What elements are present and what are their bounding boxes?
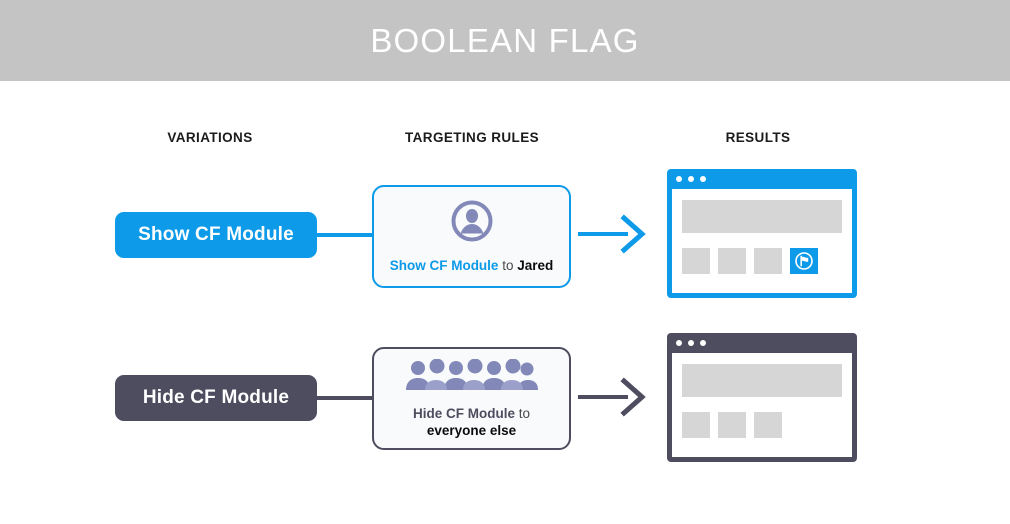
window-titlebar-show (667, 169, 857, 189)
content-tile (718, 412, 746, 438)
window-titlebar-hide (667, 333, 857, 353)
content-placeholder-block (682, 364, 842, 397)
window-dot-icon (700, 340, 706, 346)
column-heading-results: RESULTS (725, 130, 791, 145)
targeting-rule-card-hide[interactable]: Hide CF Module to everyone else (372, 347, 571, 450)
window-content-show (672, 189, 852, 293)
window-dot-icon (700, 176, 706, 182)
flag-bubble-icon (795, 252, 813, 270)
page-title: BOOLEAN FLAG (370, 21, 640, 59)
rule-action-hide: Hide CF Module (412, 405, 515, 421)
targeting-rule-text-show: Show CF Module to Jared (390, 257, 554, 274)
connector-line-show (300, 233, 380, 237)
variation-pill-show[interactable]: Show CF Module (115, 212, 317, 258)
content-tile (682, 248, 710, 274)
content-tile (754, 248, 782, 274)
rule-connector-hide: to (518, 405, 531, 421)
flow-arrow-show (578, 213, 650, 260)
result-window-hide (667, 333, 857, 462)
window-dot-icon (688, 176, 694, 182)
window-dot-icon (676, 340, 682, 346)
variation-pill-show-label: Show CF Module (138, 224, 294, 245)
window-dot-icon (688, 340, 694, 346)
page-header: BOOLEAN FLAG (0, 0, 1010, 81)
rule-audience-hide: everyone else (426, 422, 517, 438)
content-tile (718, 248, 746, 274)
rule-connector-show: to (502, 257, 514, 273)
window-dot-icon (676, 176, 682, 182)
cf-module-tile[interactable] (790, 248, 818, 274)
content-tile-row-hide (682, 412, 842, 438)
content-tile (682, 412, 710, 438)
targeting-rule-text-hide: Hide CF Module to everyone else (413, 405, 530, 439)
content-placeholder-block (682, 200, 842, 233)
rule-audience-show: Jared (517, 257, 554, 273)
flow-arrow-hide (578, 376, 650, 423)
connector-line-hide (300, 396, 380, 400)
variation-pill-hide-label: Hide CF Module (142, 387, 290, 408)
column-heading-targeting-rules: TARGETING RULES (405, 130, 539, 145)
variation-pill-hide[interactable]: Hide CF Module (115, 375, 317, 421)
content-tile-row-show (682, 248, 842, 274)
rule-action-show: Show CF Module (389, 257, 499, 273)
window-content-hide (672, 353, 852, 457)
crowd-icon (405, 358, 538, 396)
column-heading-variations: VARIATIONS (167, 130, 253, 145)
targeting-rule-card-show[interactable]: Show CF Module to Jared (372, 185, 571, 288)
person-icon (451, 200, 493, 247)
result-window-show (667, 169, 857, 298)
content-tile (754, 412, 782, 438)
